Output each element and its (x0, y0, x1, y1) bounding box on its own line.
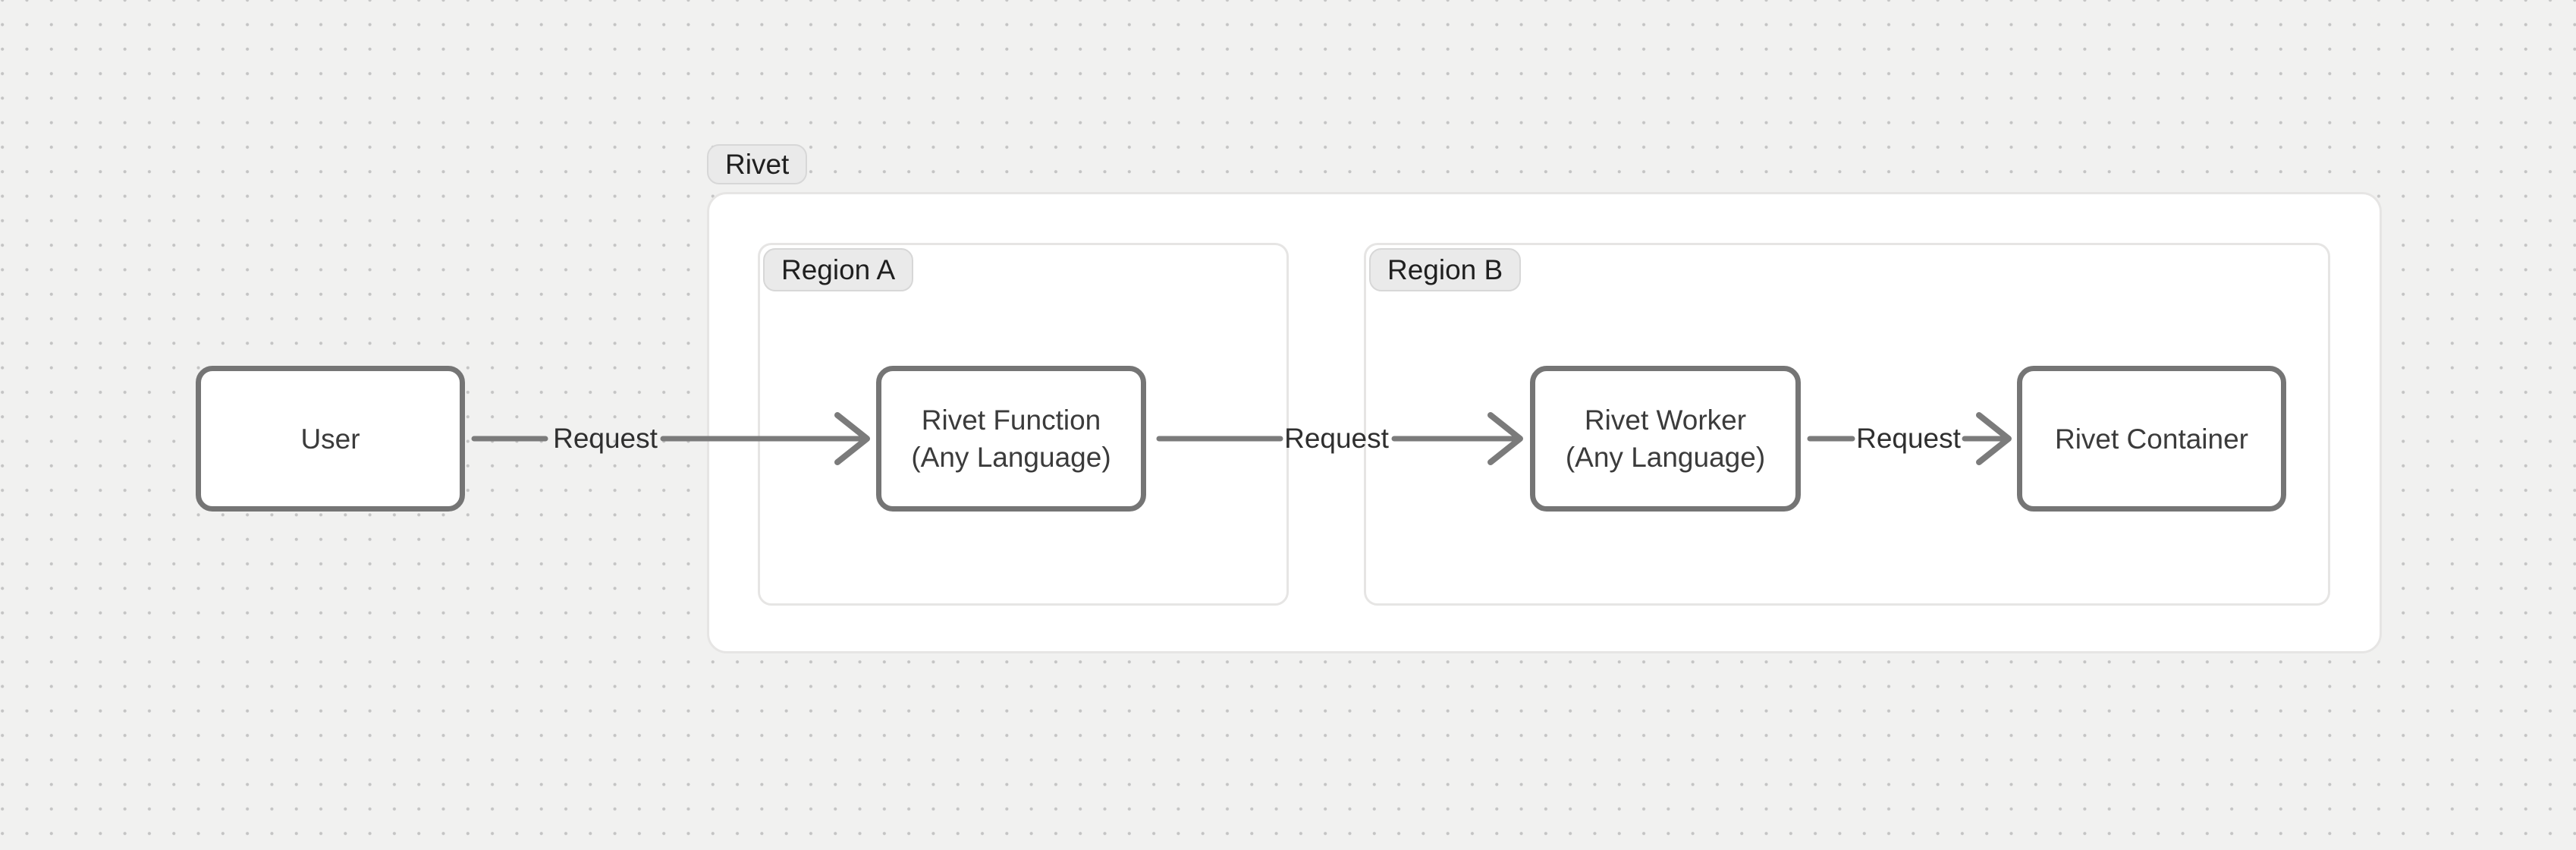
group-rivet-badge: Rivet (707, 144, 808, 184)
node-rivet-function-sublabel: (Any Language) (911, 442, 1111, 473)
node-rivet-function: Rivet Function (Any Language) (876, 366, 1146, 512)
node-rivet-container-label: Rivet Container (2054, 423, 2248, 455)
node-rivet-function-label: Rivet Function (921, 405, 1101, 436)
edge-label-request-1: Request (553, 423, 658, 454)
node-rivet-worker-sublabel: (Any Language) (1565, 442, 1766, 473)
edge-label-request-3: Request (1856, 423, 1961, 454)
node-rivet-container: Rivet Container (2017, 366, 2286, 512)
node-user-label: User (300, 423, 360, 455)
group-region-a-badge: Region A (763, 248, 914, 291)
group-region-b-badge: Region B (1369, 248, 1522, 291)
node-rivet-worker-label: Rivet Worker (1584, 405, 1747, 436)
node-user: User (196, 366, 465, 512)
node-rivet-worker: Rivet Worker (Any Language) (1530, 366, 1801, 512)
edge-label-request-2: Request (1284, 423, 1389, 454)
